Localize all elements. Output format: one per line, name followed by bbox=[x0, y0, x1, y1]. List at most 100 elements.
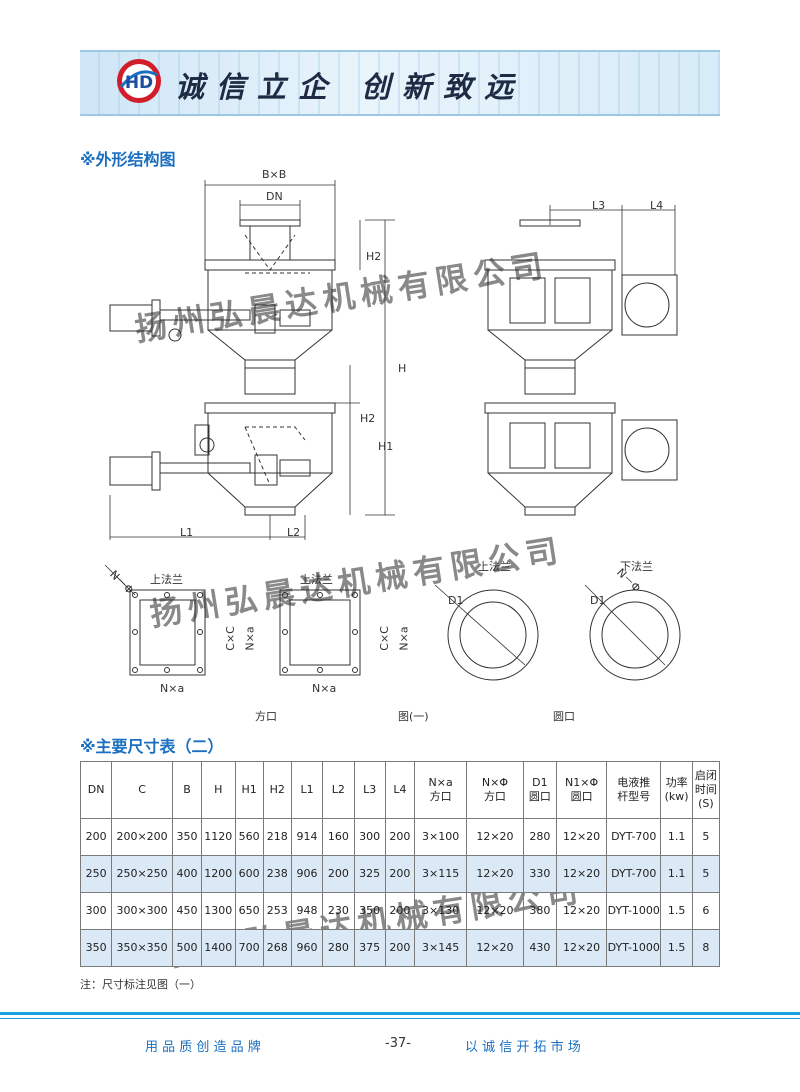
label-nxa-h1: N×a bbox=[160, 682, 185, 695]
table-cell: 330 bbox=[522, 855, 558, 893]
table-cell: DYT-1000 bbox=[606, 892, 662, 930]
table-header-cell: L3 bbox=[353, 761, 386, 819]
table-cell: 238 bbox=[262, 855, 292, 893]
table-cell: 375 bbox=[353, 929, 386, 967]
label-h2-lower: H2 bbox=[360, 412, 376, 425]
table-cell: 200×200 bbox=[111, 818, 173, 856]
table-cell: 280 bbox=[522, 818, 558, 856]
label-square-port: 方口 bbox=[255, 710, 277, 723]
round-flange-lower bbox=[584, 584, 681, 681]
table-cell: 300 bbox=[79, 892, 113, 930]
table-header-cell: N1×Φ 圆口 bbox=[556, 761, 608, 819]
company-logo: HD bbox=[117, 59, 161, 103]
label-h: H bbox=[398, 362, 407, 375]
table-cell: 700 bbox=[234, 929, 264, 967]
label-l4: L4 bbox=[650, 199, 664, 212]
table-header-cell: D1 圆口 bbox=[522, 761, 558, 819]
round-flange-upper bbox=[434, 584, 539, 681]
table-cell: 1400 bbox=[201, 929, 236, 967]
table-cell: 200 bbox=[384, 818, 416, 856]
outline-section-title: ※外形结构图 bbox=[80, 150, 176, 169]
table-cell: 430 bbox=[522, 929, 558, 967]
table-cell: 6 bbox=[691, 892, 721, 930]
logo-text: HD bbox=[125, 73, 153, 93]
table-cell: 300 bbox=[353, 818, 386, 856]
table-cell: 906 bbox=[290, 855, 324, 893]
footer: 用 品 质 创 造 品 牌 -37- 以 诚 信 开 拓 市 场 bbox=[0, 1036, 800, 1056]
table-section-title: ※主要尺寸表（二） bbox=[80, 737, 224, 756]
table-cell: 218 bbox=[262, 818, 292, 856]
table-cell: 300×300 bbox=[111, 892, 173, 930]
table-header-cell: L2 bbox=[322, 761, 355, 819]
label-l1: L1 bbox=[180, 526, 194, 539]
table-cell: 560 bbox=[234, 818, 264, 856]
table-cell: 600 bbox=[234, 855, 264, 893]
table-cell: 5 bbox=[691, 855, 721, 893]
table-cell: 280 bbox=[322, 929, 355, 967]
header-banner: 诚信立企 创新致远 bbox=[80, 50, 720, 116]
table-cell: 500 bbox=[171, 929, 203, 967]
label-h1: H1 bbox=[378, 440, 394, 453]
table-cell: 1.1 bbox=[660, 855, 693, 893]
table-cell: 350 bbox=[79, 929, 113, 967]
page-number: -37- bbox=[385, 1036, 411, 1051]
table-cell: DYT-700 bbox=[606, 818, 662, 856]
table-cell: 1200 bbox=[201, 855, 236, 893]
square-flange-upper bbox=[104, 564, 206, 676]
label-nxa-v2: N×a bbox=[397, 626, 411, 651]
banner-pattern bbox=[80, 52, 720, 114]
label-d1-1: D1 bbox=[448, 594, 464, 607]
table-cell: DYT-1000 bbox=[606, 929, 662, 967]
label-cxc-2: C×C bbox=[377, 626, 391, 651]
square-flange-lower bbox=[279, 589, 361, 676]
footer-right-slogan: 以 诚 信 开 拓 市 场 bbox=[465, 1040, 581, 1055]
label-d1-2: D1 bbox=[590, 594, 606, 607]
label-lower-flange-round: 下法兰 bbox=[620, 560, 653, 573]
table-header-cell: H1 bbox=[234, 761, 264, 819]
table-cell: 400 bbox=[171, 855, 203, 893]
footer-rule-thin bbox=[0, 1018, 800, 1019]
label-bxb: B×B bbox=[262, 168, 287, 181]
label-cxc-1: C×C bbox=[223, 626, 237, 651]
table-cell: 253 bbox=[262, 892, 292, 930]
table-header-cell: L4 bbox=[384, 761, 416, 819]
table-cell: 12×20 bbox=[556, 929, 608, 967]
table-cell: 3×115 bbox=[414, 855, 468, 893]
table-cell: 350×350 bbox=[111, 929, 173, 967]
table-cell: 12×20 bbox=[466, 892, 524, 930]
table-cell: 650 bbox=[234, 892, 264, 930]
table-cell: 200 bbox=[384, 929, 416, 967]
table-cell: 12×20 bbox=[466, 855, 524, 893]
table-cell: 160 bbox=[322, 818, 355, 856]
table-header-cell: N×Φ 方口 bbox=[466, 761, 524, 819]
table-header-cell: B bbox=[171, 761, 203, 819]
table-cell: 12×20 bbox=[466, 818, 524, 856]
table-cell: DYT-700 bbox=[606, 855, 662, 893]
table-header-cell: 启闭 时间 (S) bbox=[691, 761, 721, 819]
side-view-lower-valve bbox=[204, 402, 336, 516]
table-cell: 1.5 bbox=[660, 929, 693, 967]
table-header-cell: 电液推 杆型号 bbox=[606, 761, 662, 819]
table-header-cell: N×a 方口 bbox=[414, 761, 468, 819]
table-cell: 960 bbox=[290, 929, 324, 967]
table-cell: 200 bbox=[322, 855, 355, 893]
label-nxa-v1: N×a bbox=[243, 626, 257, 651]
table-header-cell: H2 bbox=[262, 761, 292, 819]
table-cell: 3×130 bbox=[414, 892, 468, 930]
side-view-upper-actuator bbox=[109, 299, 311, 342]
label-dn: DN bbox=[266, 190, 283, 203]
label-upper-flange-round: 上法兰 bbox=[478, 560, 511, 573]
label-upper-flange-square: 上法兰 bbox=[150, 573, 183, 586]
table-cell: 325 bbox=[353, 855, 386, 893]
table-cell: 5 bbox=[691, 818, 721, 856]
table-cell: 1120 bbox=[201, 818, 236, 856]
table-cell: 12×20 bbox=[466, 929, 524, 967]
table-cell: 250×250 bbox=[111, 855, 173, 893]
table-cell: 12×20 bbox=[556, 855, 608, 893]
table-header-cell: 功率 (kw) bbox=[660, 761, 693, 819]
label-round-port: 圆口 bbox=[553, 710, 575, 723]
